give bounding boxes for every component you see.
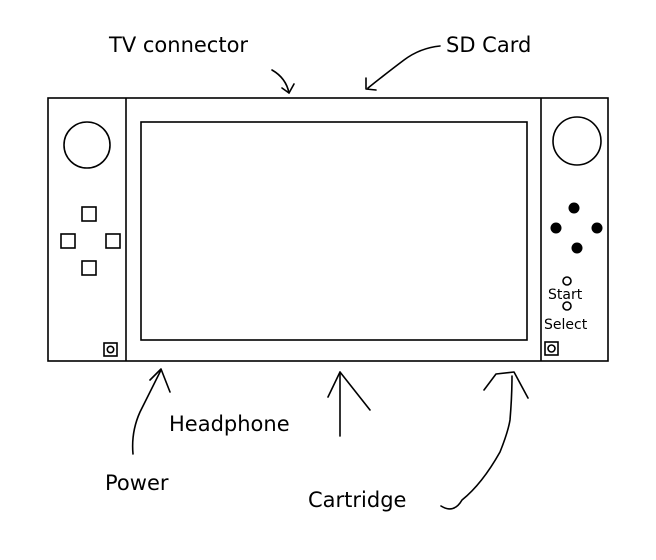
tv-connector-arrow [271, 69, 295, 94]
face-buttons [550, 202, 603, 254]
face-button-bottom [571, 242, 583, 254]
headphone-arrow [327, 371, 371, 437]
tv-connector-label: TV connector [108, 33, 248, 57]
start-label: Start [548, 287, 583, 303]
screen [140, 121, 528, 341]
face-button-top [568, 202, 580, 214]
headphone-label: Headphone [169, 412, 290, 436]
select-label: Select [544, 317, 588, 333]
sd-card-arrow [365, 45, 441, 91]
right-analog-stick [552, 116, 602, 166]
power-label: Power [105, 471, 169, 495]
left-analog-stick [63, 121, 111, 169]
power-arrow [131, 368, 171, 455]
dpad-left [60, 233, 76, 249]
face-button-left [550, 222, 562, 234]
right-corner-icon [544, 341, 559, 356]
cartridge-arrow [440, 371, 529, 510]
sd-card-label: SD Card [446, 33, 531, 57]
dpad-down [81, 260, 97, 276]
start-button [562, 276, 572, 286]
select-button [562, 301, 572, 311]
dpad-right [105, 233, 121, 249]
cartridge-label: Cartridge [308, 488, 406, 512]
device-body [47, 97, 609, 362]
face-button-right [591, 222, 603, 234]
d-pad [60, 206, 121, 276]
dpad-up [81, 206, 97, 222]
left-corner-icon [103, 342, 118, 357]
